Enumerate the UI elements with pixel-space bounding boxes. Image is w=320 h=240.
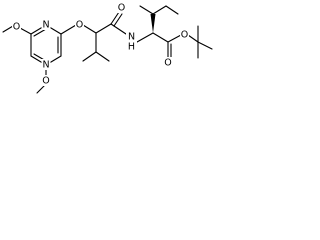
bond-tbu-me2 (197, 41, 213, 50)
bond-o-tbu (187, 34, 199, 43)
bond-c2-o-ether (60, 24, 77, 35)
bond-o-ch (82, 24, 97, 34)
atom-o-ester-carbonyl: O (164, 58, 171, 69)
atom-n-pyrimidine-bottom: N (42, 60, 49, 71)
atom-o-methoxy-top: O (13, 22, 20, 33)
structure-svg: O N N O O O N H O O (2, 2, 213, 94)
atom-h-amide: H (128, 42, 135, 53)
atom-o-ester: O (181, 30, 188, 41)
bond-alpha-ester-c (152, 32, 169, 43)
stereo-wedge (150, 14, 156, 33)
bond-ester-c-o (167, 34, 182, 43)
bond-ch-carbonyl (95, 23, 112, 34)
bond-isopropyl-me1 (82, 51, 97, 62)
bond-ch2-ch3 (165, 5, 179, 15)
atom-n-amide: N (128, 32, 135, 43)
bond-o-ch3-top (2, 25, 14, 33)
atom-n-pyrimidine-top: N (42, 20, 49, 31)
bond-sb-me (139, 5, 154, 15)
bond-sb-ch2 (152, 5, 167, 15)
bond-carbonyl-double-1 (110, 11, 120, 25)
bond-nh-alpha (136, 32, 154, 43)
bond-isopropyl-me2 (95, 51, 110, 62)
atom-o-methoxy-bottom: O (42, 76, 49, 87)
bond-carbonyl-double-2 (113, 13, 123, 27)
bond-carbonyl-nh (110, 23, 127, 35)
bond-c-o-methoxy-top (19, 27, 32, 35)
atom-o-amide-carbonyl: O (118, 3, 125, 14)
atom-o-ether: O (76, 20, 83, 31)
molecule-diagram: O N N O O O N H O O (0, 0, 223, 102)
